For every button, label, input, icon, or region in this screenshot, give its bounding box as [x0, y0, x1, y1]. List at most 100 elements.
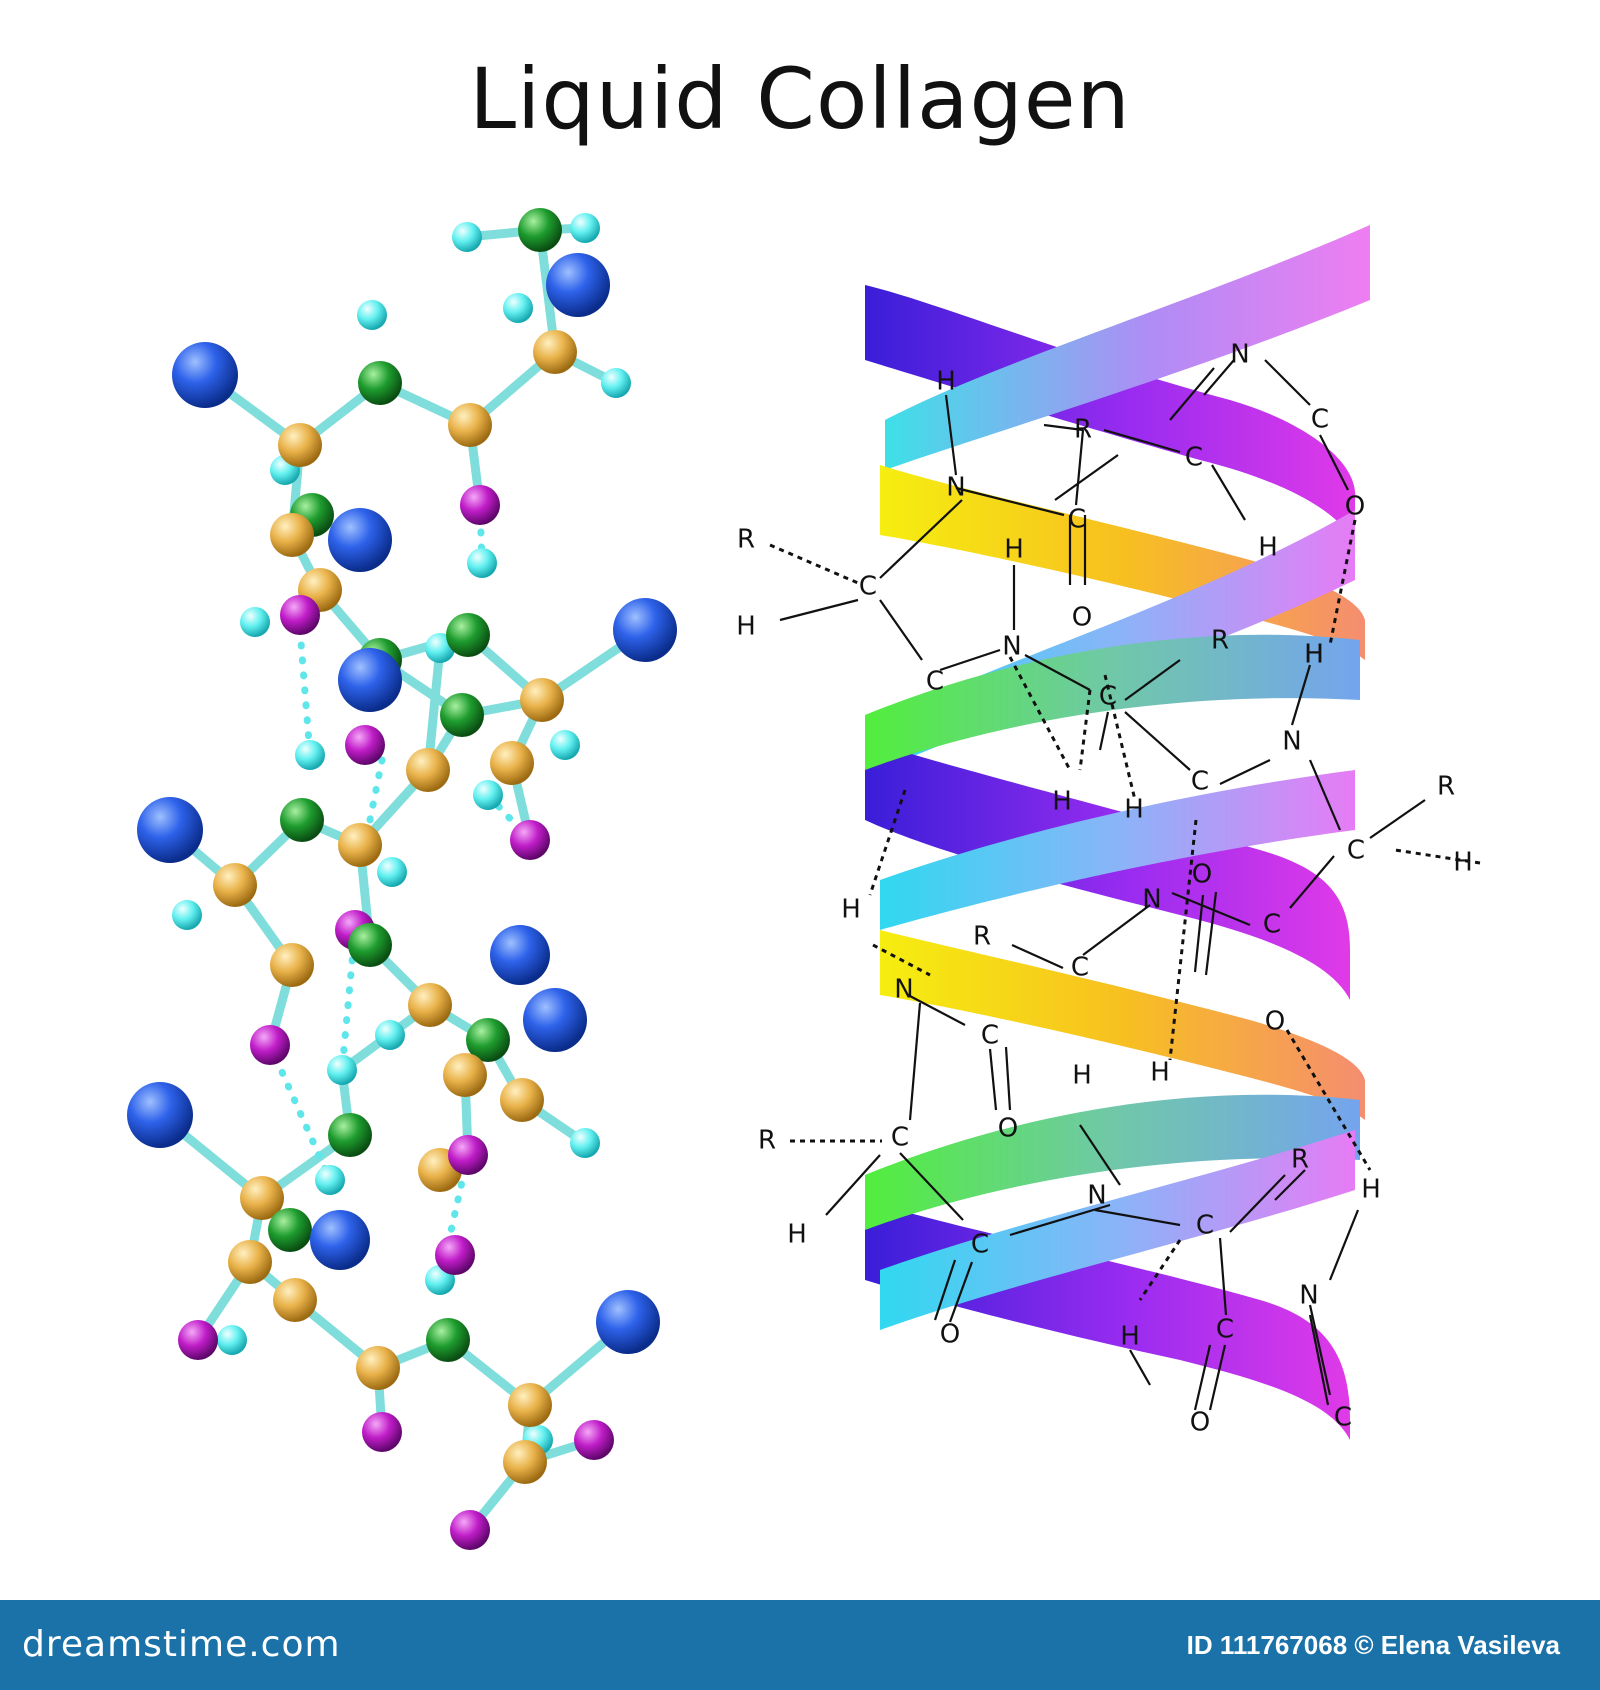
magenta-atom [574, 1420, 614, 1460]
formula-bond [1290, 664, 1312, 726]
formula-atom-c: C [1099, 682, 1117, 712]
formula-bond [1203, 359, 1235, 396]
formula-bond [1328, 1209, 1360, 1281]
formula-atom-r: R [973, 922, 991, 952]
formula-atom-o: O [1265, 1007, 1285, 1037]
formula-bond [1208, 1344, 1227, 1411]
formula-bond [1264, 359, 1311, 406]
formula-bond [1004, 1046, 1012, 1111]
formula-atom-c: C [926, 667, 944, 697]
formula-bond [1369, 799, 1426, 839]
hydrogen-atom [327, 1055, 357, 1085]
blue-atom [613, 598, 677, 662]
formula-bond [1054, 454, 1119, 501]
formula-bond [988, 1048, 998, 1111]
formula-bond [908, 1002, 922, 1121]
hydrogen-atom [172, 900, 202, 930]
formula-atom-c: C [981, 1021, 999, 1051]
formula-atom-n: N [1282, 727, 1301, 757]
formula-atom-n: N [1087, 1181, 1106, 1211]
formula-atom-c: C [1071, 953, 1089, 983]
gold-atom [270, 943, 314, 987]
hydrogen-atom [570, 1128, 600, 1158]
footer-bar: dreamstime.com ID 111767068 © Elena Vasi… [0, 1600, 1600, 1690]
blue-atom [490, 925, 550, 985]
formula-bond [1289, 855, 1335, 909]
formula-bond [825, 1154, 881, 1216]
formula-atom-c: C [1334, 1403, 1352, 1433]
magenta-atom [510, 820, 550, 860]
formula-atom-h: H [936, 367, 956, 397]
formula-bond [939, 648, 1001, 672]
helix-ribbon-yellow-2 [880, 930, 1365, 1120]
gold-atom [228, 1240, 272, 1284]
formula-hydrogen-bonds [769, 519, 1481, 1301]
formula-bond [948, 1261, 974, 1323]
gold-atom [443, 1053, 487, 1097]
formula-atom-c: C [1263, 910, 1281, 940]
formula-atom-o: O [1345, 492, 1365, 522]
gold-atom [500, 1078, 544, 1122]
hydrogen-atom [295, 740, 325, 770]
formula-bond [1319, 434, 1349, 491]
formula-atom-n: N [1230, 340, 1249, 370]
gold-atom [406, 748, 450, 792]
formula-bond [1308, 1314, 1330, 1406]
footer-brand[interactable]: dreamstime.com [22, 1624, 341, 1665]
gold-atom [213, 863, 257, 907]
formula-bond [1219, 759, 1271, 785]
formula-bond [1094, 1208, 1181, 1227]
hydrogen-atom [473, 780, 503, 810]
formula-atom-h: H [1124, 795, 1144, 825]
magenta-atom [178, 1320, 218, 1360]
formula-bond [879, 499, 963, 579]
formula-atom-n: N [1002, 632, 1021, 662]
hydrogen-atom [357, 300, 387, 330]
green-atom [280, 798, 324, 842]
gold-atom [490, 741, 534, 785]
formula-bond [1171, 891, 1251, 927]
formula-bond [1124, 659, 1181, 701]
formula-atom-c: C [1185, 443, 1203, 473]
gold-atom [273, 1278, 317, 1322]
green-atom [426, 1318, 470, 1362]
formula-bond [1124, 711, 1191, 771]
hydrogen-atom [377, 857, 407, 887]
formula-atom-c: C [1196, 1211, 1214, 1241]
formula-atom-h: H [787, 1220, 807, 1250]
gold-atom [278, 423, 322, 467]
formula-atom-h: H [1052, 787, 1072, 817]
hydrogen-atom [217, 1325, 247, 1355]
formula-atom-h: H [1304, 640, 1324, 670]
gold-atom [408, 983, 452, 1027]
gold-atom [508, 1383, 552, 1427]
gold-atom [520, 678, 564, 722]
hydrogen-atom [452, 222, 482, 252]
hydrogen-atom [315, 1165, 345, 1195]
formula-bond [955, 486, 1065, 517]
molecule-hydrogen-bond [484, 791, 534, 844]
magenta-atom [460, 485, 500, 525]
blue-atom [127, 1082, 193, 1148]
formula-bond [1193, 1344, 1212, 1411]
hydrogen-atom [375, 1020, 405, 1050]
formula-atom-r: R [1074, 415, 1092, 445]
formula-atom-h: H [841, 895, 861, 925]
formula-bonds [779, 359, 1426, 1411]
formula-bond [1229, 1174, 1286, 1233]
green-atom [446, 613, 490, 657]
formula-hydrogen-bond [1138, 1239, 1182, 1301]
formula-bond [1129, 1349, 1151, 1386]
gold-atom [270, 513, 314, 557]
formula-hydrogen-bond [1285, 1029, 1372, 1171]
formula-atom-h: H [1150, 1058, 1170, 1088]
hydrogen-atom [601, 368, 631, 398]
formula-bond [907, 994, 966, 1026]
formula-atom-n: N [946, 473, 965, 503]
formula-bond [1043, 423, 1084, 432]
formula-atom-c: C [859, 572, 877, 602]
formula-hydrogen-bond [769, 543, 859, 585]
formula-atom-n: N [1142, 885, 1161, 915]
formula-atom-h: H [1361, 1175, 1381, 1205]
formula-bond [1218, 1237, 1228, 1316]
